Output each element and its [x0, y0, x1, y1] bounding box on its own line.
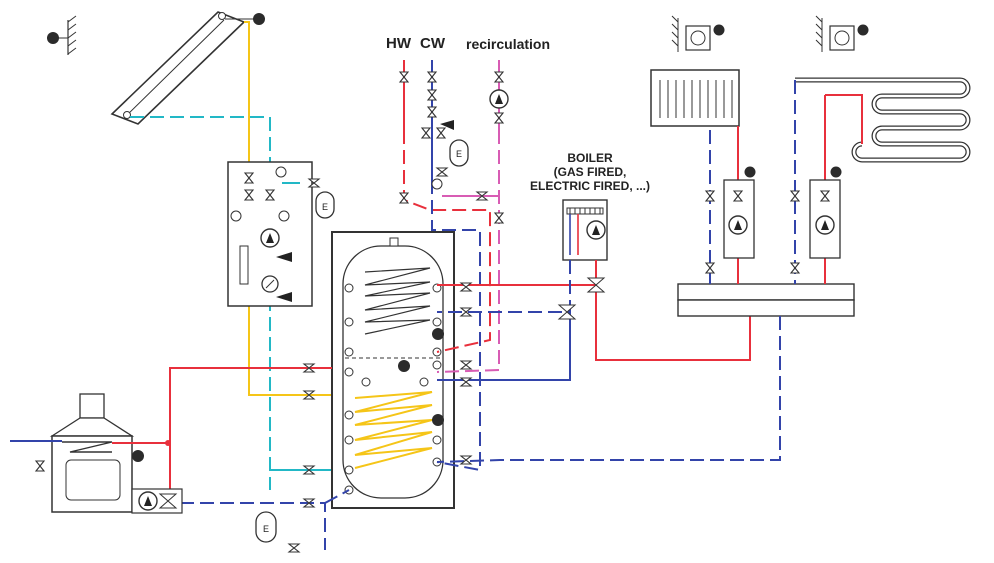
cw-label: CW [420, 35, 445, 52]
outdoor-sensor-icon [47, 15, 77, 55]
solar-station [227, 161, 313, 307]
stove-sensor-icon [132, 450, 144, 462]
tank-sensor-icon [432, 328, 444, 340]
boiler-label-line1: BOILER [567, 151, 613, 165]
fireplace-stove-icon [49, 393, 135, 513]
svg-text:E: E [456, 149, 462, 159]
floor-heating-coil-icon [795, 77, 971, 163]
dhw-valve-icon [440, 120, 454, 130]
radiator-icon [650, 69, 740, 127]
boiler-label-line3: ELECTRIC FIRED, ...) [530, 179, 650, 193]
bottom-expansion-vessel-icon: E [255, 511, 277, 543]
svg-text:E: E [322, 202, 328, 212]
three-way-valve-icon [557, 277, 606, 320]
tank-sensor-icon [432, 414, 444, 426]
solar-expansion-vessel-icon: E [315, 191, 335, 219]
boiler-label: BOILER (GAS FIRED, ELECTRIC FIRED, ...) [525, 151, 655, 193]
svg-text:E: E [263, 524, 269, 534]
solar-collector-icon [110, 11, 246, 125]
heating-circuit-pipes [436, 80, 863, 463]
tank-sensor-icon [398, 360, 410, 372]
boiler-label-line2: (GAS FIRED, [553, 165, 627, 179]
dhw-expansion-vessel-icon: E [449, 139, 469, 167]
hw-label: HW [386, 35, 411, 52]
distribution-manifold [677, 283, 855, 317]
collector-sensor-icon [253, 13, 265, 25]
recirculation-label: recirculation [466, 36, 551, 52]
tank-ports [344, 283, 442, 495]
thermostat-icon [671, 15, 725, 52]
thermostat-icon [815, 15, 869, 52]
stove-pipes [10, 367, 350, 550]
